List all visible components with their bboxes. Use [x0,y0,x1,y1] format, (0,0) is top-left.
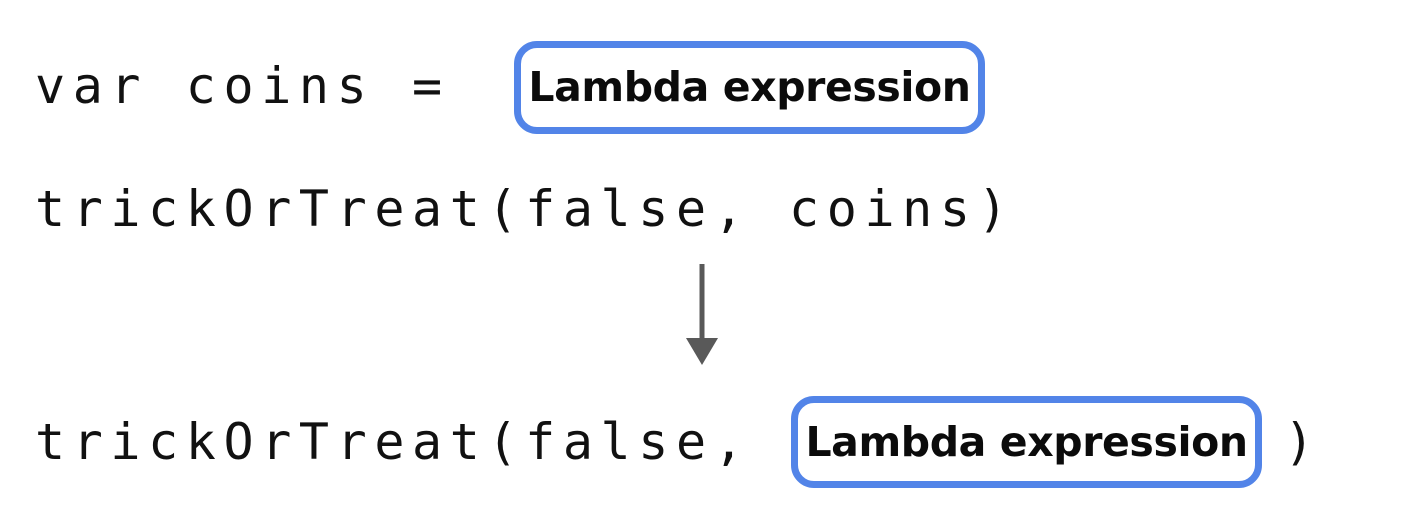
code-line-trailing-lambda-result: trickOrTreat(false, Lambda expression ) [35,396,1322,488]
code-fragment-prefix: trickOrTreat(false, [35,413,790,471]
lambda-expression-box-label: Lambda expression [805,417,1248,466]
code-fragment-suffix: ) [1284,413,1322,471]
lambda-expression-box-assignment[interactable]: Lambda expression [514,41,985,134]
lambda-expression-box-inline-argument[interactable]: Lambda expression [791,396,1263,488]
code-line-var-coins: var coins = [35,57,488,115]
lambda-expression-box-label: Lambda expression [528,63,971,111]
arrow-down-icon [684,262,720,368]
code-line-trick-or-treat-call: trickOrTreat(false, coins) [35,180,1016,238]
